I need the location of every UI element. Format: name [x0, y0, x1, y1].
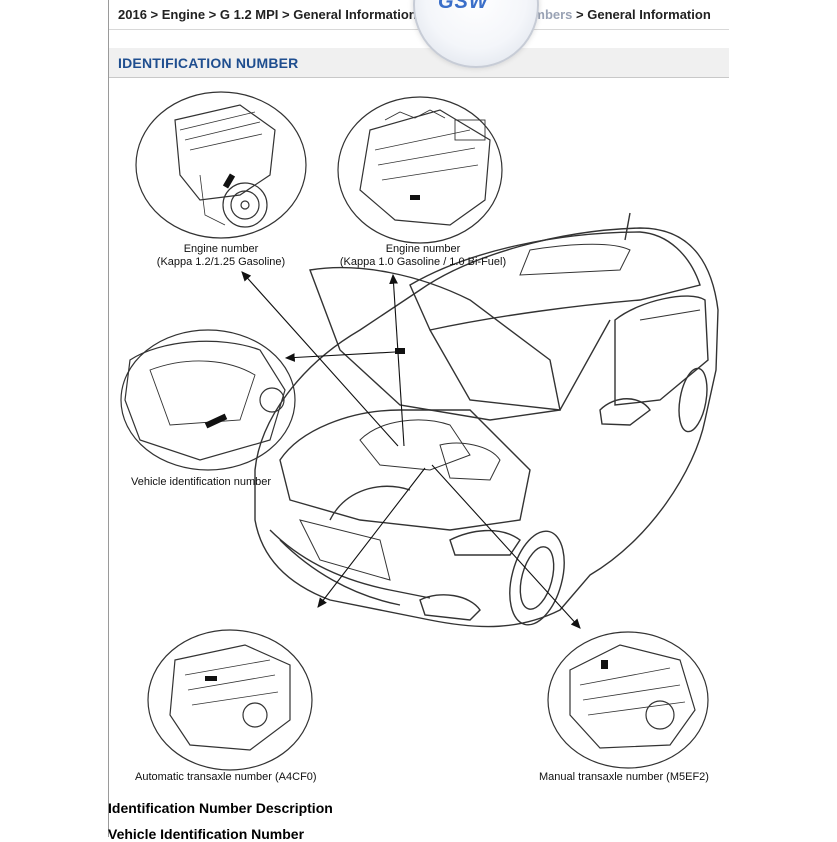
caption-manual-transaxle: Manual transaxle number (M5EF2): [539, 771, 709, 783]
engine-kappa10-detail: [337, 96, 503, 244]
heading-id-number-description: Identification Number Description: [108, 800, 333, 816]
caption-engine-kappa10: Engine number (Kappa 1.0 Gasoline / 1.0 …: [330, 243, 516, 269]
caption-engine-kappa12-line2: (Kappa 1.2/1.25 Gasoline): [156, 256, 286, 268]
engine-kappa12-detail: [135, 91, 307, 239]
section-title: IDENTIFICATION NUMBER: [109, 48, 729, 78]
gsw-logo-text: GSW: [438, 0, 489, 13]
caption-auto-transaxle: Automatic transaxle number (A4CF0): [135, 771, 317, 783]
manual-transaxle-detail: [547, 631, 709, 769]
caption-engine-kappa12: Engine number (Kappa 1.2/1.25 Gasoline): [148, 243, 294, 269]
breadcrumb-suffix[interactable]: > General Information: [572, 7, 711, 22]
caption-vin: Vehicle identification number: [131, 476, 272, 488]
vin-detail: [120, 329, 296, 471]
breadcrumb-prefix[interactable]: 2016 > Engine > G 1.2 MPI > General Info…: [118, 7, 432, 22]
callout-arrows: [241, 271, 581, 629]
caption-engine-kappa12-line1: Engine number: [183, 243, 259, 255]
caption-engine-kappa10-line1: Engine number: [385, 243, 461, 255]
car-illustration: [254, 212, 719, 628]
heading-vin: Vehicle Identification Number: [108, 826, 305, 842]
caption-engine-kappa10-line2: (Kappa 1.0 Gasoline / 1.0 Bi-Fuel): [339, 256, 507, 268]
auto-transaxle-detail: [147, 629, 313, 771]
